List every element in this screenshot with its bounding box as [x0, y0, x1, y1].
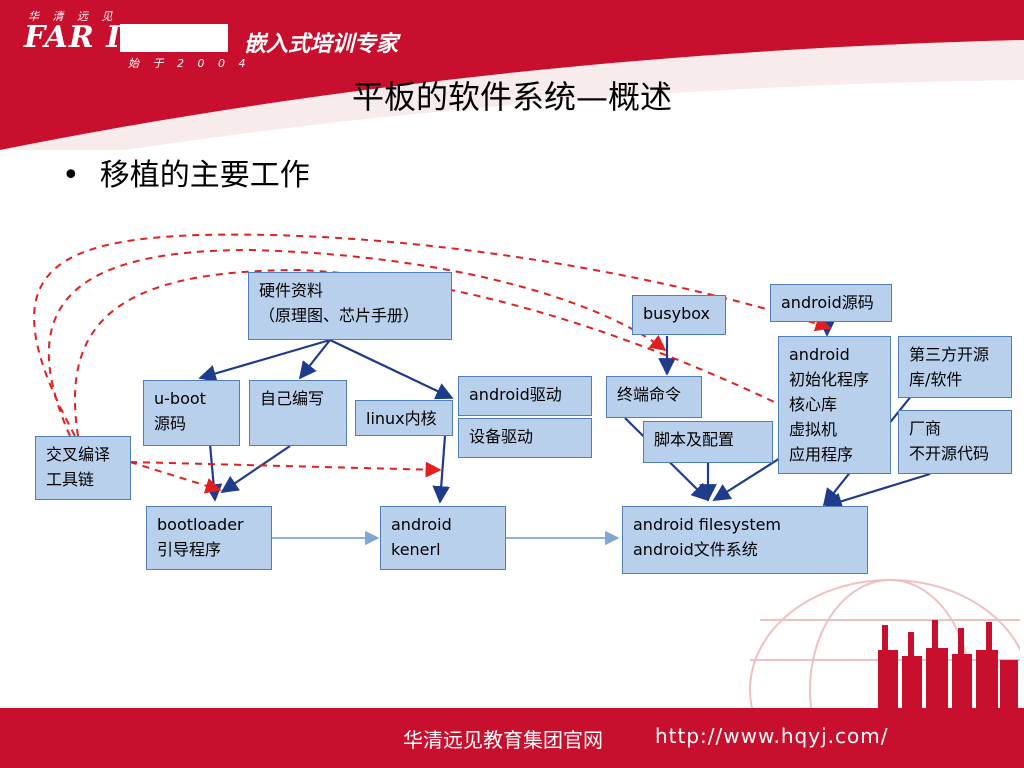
box-linux-kernel: linux内核 — [355, 400, 453, 436]
box-android-filesystem: android filesystem android文件系统 — [622, 506, 868, 574]
box-android-kernel: android kenerl — [380, 506, 506, 570]
box-scripts-config: 脚本及配置 — [643, 421, 773, 463]
box-android-init: android 初始化程序 核心库 虚拟机 应用程序 — [778, 336, 891, 474]
box-bootloader: bootloader 引导程序 — [146, 506, 272, 570]
box-hardware-docs: 硬件资料 （原理图、芯片手册） — [248, 272, 452, 340]
footer-bar — [0, 708, 1024, 768]
slogan: 嵌入式培训专家 — [244, 32, 399, 57]
logo-top-text: 华 清 远 见 — [28, 10, 118, 23]
footer-url: http://www.hqyj.com/ — [655, 724, 889, 748]
box-self-written: 自己编写 — [249, 380, 347, 446]
box-third-party: 第三方开源 库/软件 — [898, 336, 1012, 398]
bullet-dot-icon: • — [62, 158, 80, 193]
slide-title: 平板的软件系统—概述 — [351, 78, 672, 116]
box-busybox: busybox — [632, 295, 726, 335]
box-android-driver: android驱动 — [458, 376, 592, 416]
box-android-source: android源码 — [770, 284, 892, 322]
bullet-item: • 移植的主要工作 — [62, 150, 310, 194]
box-terminal-commands: 终端命令 — [606, 376, 702, 418]
people-silhouette-icon — [878, 620, 1018, 710]
box-vendor-closed: 厂商 不开源代码 — [898, 410, 1012, 474]
box-device-driver: 设备驱动 — [458, 418, 592, 458]
box-cross-toolchain: 交叉编译 工具链 — [35, 436, 131, 500]
header-background — [0, 0, 1024, 150]
logo-bottom-text: 始 于 2 0 0 4 — [128, 57, 251, 70]
bullet-text: 移植的主要工作 — [99, 158, 310, 193]
footer-org: 华清远见教育集团官网 — [403, 728, 603, 752]
logo-far-text: FAR IGHT — [24, 20, 201, 55]
farsight-logo — [20, 22, 230, 54]
box-uboot-source: u-boot 源码 — [143, 380, 240, 446]
